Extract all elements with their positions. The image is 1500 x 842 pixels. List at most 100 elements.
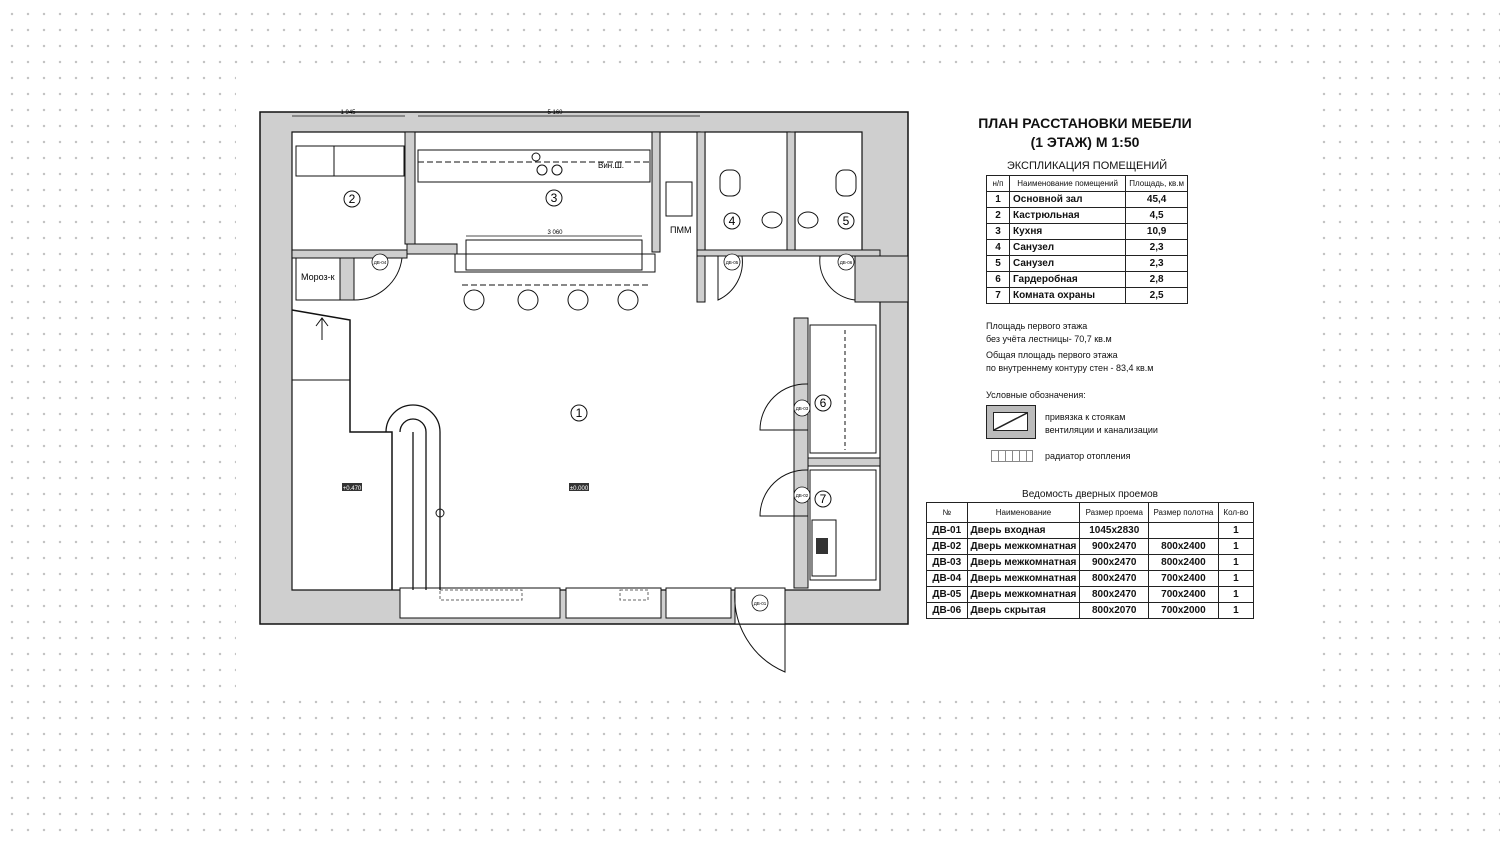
door-tag: ДВ-01 xyxy=(754,601,767,606)
toilet xyxy=(719,169,741,197)
wall-partition xyxy=(793,317,809,589)
room-name: Кухня xyxy=(1008,223,1127,240)
col-header: Наименование xyxy=(966,502,1081,523)
door-qty: 1 xyxy=(1217,570,1255,587)
col-header: Наименование помещений xyxy=(1008,175,1127,192)
room-number-4: 4 xyxy=(729,214,736,228)
door-leaf: 700x2400 xyxy=(1148,586,1219,603)
wardrobe xyxy=(809,324,877,454)
freezer xyxy=(295,257,341,301)
door-opening: 800x2470 xyxy=(1079,586,1150,603)
dishwasher-label: ПММ xyxy=(670,225,691,235)
door-swing xyxy=(353,257,403,301)
stair-arrow xyxy=(315,317,329,327)
chair xyxy=(816,538,828,554)
door-opening: 900x2470 xyxy=(1079,554,1150,571)
level-floor: ±0.000 xyxy=(570,486,589,492)
legend-radiator: радиатор отопления xyxy=(1045,451,1131,461)
door-id: ДВ-01 xyxy=(926,522,968,539)
freezer-label: Мороз-к xyxy=(301,272,335,282)
door-swing xyxy=(819,255,856,301)
hob-burner xyxy=(551,164,563,176)
bar-stool xyxy=(517,289,539,311)
legend-line: вентиляции и канализации xyxy=(1045,425,1158,435)
legend-vent: привязка к стоякам вентиляции и канализа… xyxy=(1045,411,1158,437)
door-tag: ДВ-05 xyxy=(726,260,739,265)
room-explication-table: н/п Наименование помещений Площадь, кв.м… xyxy=(986,175,1188,304)
door-id: ДВ-02 xyxy=(926,538,968,555)
door-tag: ДВ-04 xyxy=(374,260,387,265)
stage-edge xyxy=(291,309,393,590)
room-area: 2,3 xyxy=(1125,255,1188,272)
room-number-6: 6 xyxy=(820,396,827,410)
wall-partition xyxy=(291,249,408,259)
entrance-door-swing xyxy=(734,589,786,673)
area-note-1: Площадь первого этажа без учёта лестницы… xyxy=(986,320,1112,346)
washbasin xyxy=(761,211,783,229)
room-name: Комната охраны xyxy=(1008,287,1127,304)
level-stage: +0.470 xyxy=(343,486,362,492)
room-n: 1 xyxy=(986,191,1010,208)
wall-partition xyxy=(339,257,355,301)
door-name: Дверь межкомнатная xyxy=(966,538,1081,555)
vent-riser-symbol xyxy=(986,405,1036,439)
door-qty: 1 xyxy=(1217,554,1255,571)
door-opening: 800x2470 xyxy=(1079,570,1150,587)
col-header: Размер проема xyxy=(1079,502,1150,523)
door-qty: 1 xyxy=(1217,602,1255,619)
note-line: Общая площадь первого этажа xyxy=(986,350,1118,360)
dimension-label: 5 160 xyxy=(547,110,563,116)
door-swing xyxy=(717,255,743,301)
bar-equipment xyxy=(465,239,643,271)
col-header: № xyxy=(926,502,968,523)
room-number-5: 5 xyxy=(843,214,850,228)
radiator-symbol xyxy=(991,450,1033,462)
wall-partition xyxy=(651,131,661,253)
room-n: 3 xyxy=(986,223,1010,240)
door-leaf: 700x2400 xyxy=(1148,570,1219,587)
door-tag: ДВ-03 xyxy=(796,406,809,411)
radiator xyxy=(619,589,649,601)
door-name: Дверь межкомнатная xyxy=(966,554,1081,571)
door-name: Дверь межкомнатная xyxy=(966,570,1081,587)
door-name: Дверь скрытая xyxy=(966,602,1081,619)
explication-title: ЭКСПЛИКАЦИЯ ПОМЕЩЕНИЙ xyxy=(1006,160,1168,172)
door-qty: 1 xyxy=(1217,522,1255,539)
room-number-2: 2 xyxy=(349,192,356,206)
note-line: Площадь первого этажа xyxy=(986,321,1088,331)
door-opening: 1045x2830 xyxy=(1079,522,1150,539)
legend-line: привязка к стоякам xyxy=(1045,412,1126,422)
column-marker xyxy=(435,508,445,518)
door-schedule-table: № Наименование Размер проема Размер поло… xyxy=(926,502,1255,619)
room-area: 2,3 xyxy=(1125,239,1188,256)
curved-counter xyxy=(385,404,441,590)
bar-stool xyxy=(567,289,589,311)
room-area: 10,9 xyxy=(1125,223,1188,240)
wall-partition xyxy=(786,131,796,251)
window xyxy=(665,587,732,619)
kitchen-wall xyxy=(406,243,458,255)
room-n: 6 xyxy=(986,271,1010,288)
hob-burner xyxy=(531,152,541,162)
door-tag: ДВ-02 xyxy=(796,493,809,498)
title-line-1: ПЛАН РАССТАНОВКИ МЕБЕЛИ xyxy=(978,115,1192,131)
radiator xyxy=(439,589,523,601)
area-note-2: Общая площадь первого этажа по внутренне… xyxy=(986,349,1153,375)
dimension-label: 1 945 xyxy=(340,110,356,116)
hob-burner xyxy=(536,164,548,176)
door-swing xyxy=(759,469,809,517)
counter xyxy=(295,145,405,177)
room-area: 2,5 xyxy=(1125,287,1188,304)
room-name: Основной зал xyxy=(1008,191,1127,208)
room-number-3: 3 xyxy=(551,191,558,205)
cabinet xyxy=(809,469,877,581)
room-area: 2,8 xyxy=(1125,271,1188,288)
